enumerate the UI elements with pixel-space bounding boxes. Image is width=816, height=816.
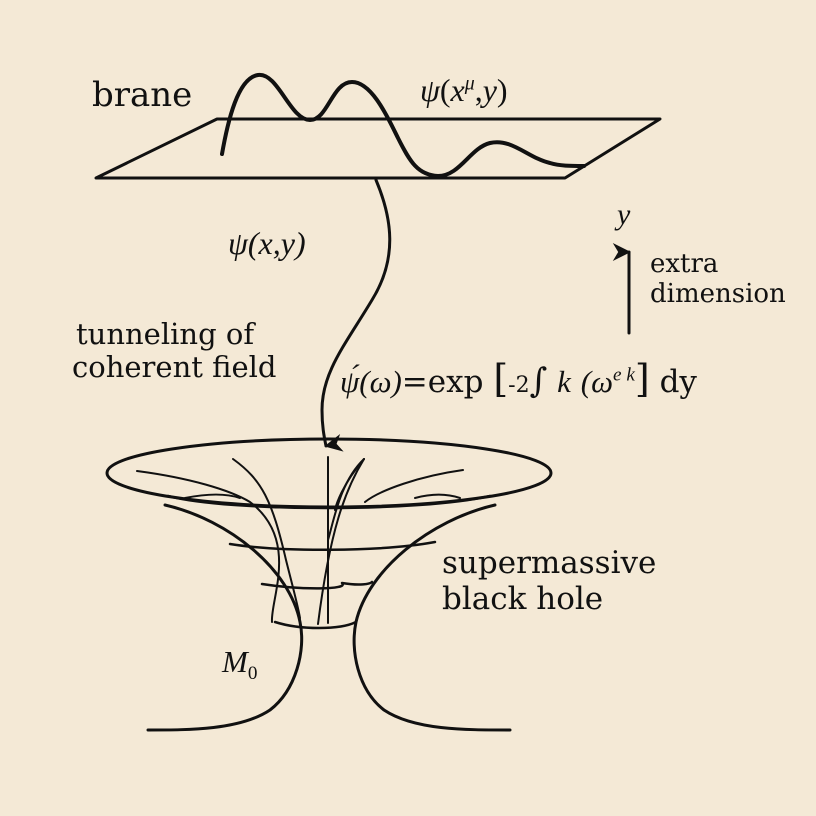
funnel-meridian-right-2 xyxy=(334,458,365,511)
mu-superscript: μ xyxy=(464,72,475,95)
mass-label: M0 xyxy=(222,644,257,685)
brane-plane xyxy=(94,117,662,180)
equation-exponent: e k xyxy=(613,364,635,386)
decay-equation: ψ́(ω)=exp [-2∫ k (ωe k] dy xyxy=(340,357,697,402)
black-hole-label: supermassive black hole xyxy=(442,545,657,617)
field-on-brane-label: ψ(xμ,y) xyxy=(420,72,508,109)
tunneling-description: tunneling of coherent field xyxy=(72,317,277,385)
equation-coefficient: -2 xyxy=(508,373,530,398)
funnel-lip-left xyxy=(184,493,241,499)
funnel-meridian-far-right xyxy=(364,469,464,503)
y-variable: y xyxy=(482,72,497,108)
tunneling-field-label: ψ(x,y) xyxy=(228,225,306,261)
tunneling-line-2: coherent field xyxy=(72,350,277,385)
funnel-meridian-right-3 xyxy=(317,458,365,625)
mass-symbol: M xyxy=(222,644,248,679)
funnel-inner-rim xyxy=(166,494,492,510)
funnel-lip-right xyxy=(414,493,461,499)
tunneling-path xyxy=(320,178,392,452)
comma: , xyxy=(474,72,483,108)
brane-wave xyxy=(220,73,586,178)
tunneling-line-1: tunneling of xyxy=(76,317,255,351)
black-hole-line-2: black hole xyxy=(442,580,604,617)
close-paren: ) xyxy=(496,72,508,108)
equation-omega: (ω xyxy=(580,364,614,399)
y-axis-label: y xyxy=(617,198,631,231)
extra-dimension-label: extra dimension xyxy=(650,249,786,310)
funnel-meridian-far-left xyxy=(136,470,281,623)
extra-dimension-line-1: extra xyxy=(650,249,719,279)
brane-label: brane xyxy=(92,75,193,115)
mass-subscript: 0 xyxy=(247,663,258,685)
psi-symbol: ψ xyxy=(420,72,440,108)
x-variable: x xyxy=(450,72,465,108)
equation-differential: dy xyxy=(659,364,697,400)
equation-k: k xyxy=(557,364,571,399)
funnel-meridian-left-1 xyxy=(232,458,301,619)
equation-equals: = xyxy=(401,364,428,400)
funnel-meridian-right-1 xyxy=(327,458,365,541)
funnel-wall-left xyxy=(146,503,304,732)
extra-dimension-line-2: dimension xyxy=(650,278,786,309)
equation-integral: ∫ xyxy=(529,361,548,401)
open-paren: ( xyxy=(439,72,451,108)
equation-bracket-close: ] xyxy=(634,357,650,401)
black-hole-funnel xyxy=(105,437,553,732)
equation-exp: exp xyxy=(427,364,484,400)
black-hole-line-1: supermassive xyxy=(442,545,657,581)
equation-lhs: ψ́(ω) xyxy=(340,364,402,399)
funnel-ring-3 xyxy=(273,620,358,630)
equation-bracket-open: [ xyxy=(493,357,509,401)
funnel-wall-right xyxy=(352,503,512,732)
